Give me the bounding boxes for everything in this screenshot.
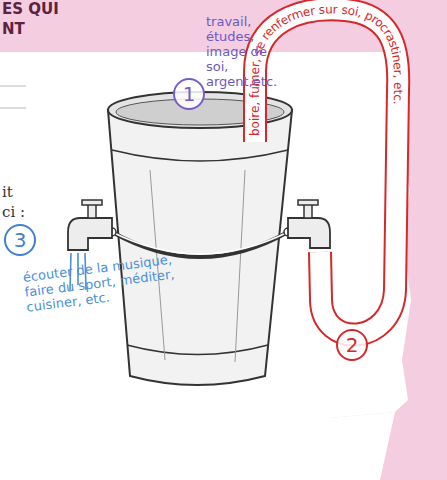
bucket-shading <box>235 170 245 362</box>
callout-number: 1 <box>183 84 196 104</box>
bucket-handle <box>112 232 288 257</box>
text-fragment: ci : <box>2 203 42 221</box>
callout-circle: 2 <box>336 329 368 361</box>
paper-sheet <box>0 52 411 418</box>
callout-number: 3 <box>14 230 27 250</box>
bucket-band <box>112 150 288 161</box>
tap-valve <box>88 204 96 218</box>
right-tap <box>288 218 330 248</box>
hose <box>255 9 398 334</box>
tap-valve <box>304 204 312 218</box>
heading-fragment: NT <box>2 20 122 38</box>
leak-note: boire, fumer, se renfermer sur soi, proc… <box>248 2 405 136</box>
bucket-handle <box>112 232 288 254</box>
bucket-band <box>127 345 268 355</box>
bucket-body <box>108 110 292 385</box>
callout-circle: 3 <box>4 224 36 256</box>
paper-sheet <box>0 412 395 480</box>
left-tap <box>68 218 112 250</box>
hose-inside <box>255 9 398 334</box>
text-fragment: it <box>2 183 42 201</box>
tap-valve <box>82 200 102 205</box>
form-line <box>0 86 26 87</box>
heading-fragment: ES QUI <box>2 0 122 18</box>
callout-number: 2 <box>346 335 359 355</box>
input-note: travail, études, image de soi, argent,et… <box>206 14 290 89</box>
leak-note: boire, fumer, se renfermer sur soi, proc… <box>248 2 405 136</box>
callout-circle: 1 <box>173 78 205 110</box>
form-line <box>0 108 26 109</box>
tap-valve <box>298 200 318 205</box>
